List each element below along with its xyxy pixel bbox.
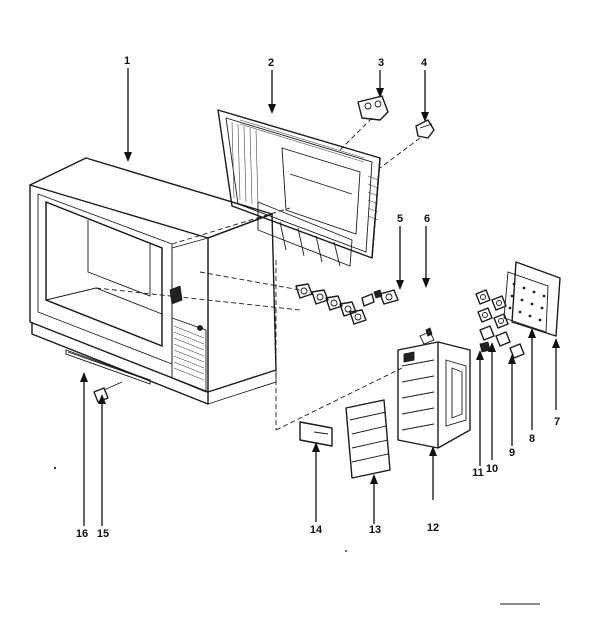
- callout-5: 5: [397, 213, 403, 225]
- callout-6: 6: [424, 213, 430, 225]
- callout-10: 10: [486, 463, 498, 475]
- base-strip: [67, 351, 149, 381]
- panel-plate: [503, 261, 561, 337]
- callout-11: 11: [472, 467, 484, 479]
- callout-9: 9: [509, 447, 515, 459]
- assembly-lines: [95, 207, 403, 431]
- control-chassis: [397, 327, 471, 449]
- callout-1: 1: [124, 55, 130, 67]
- callout-7: 7: [554, 416, 560, 428]
- tv-cabinet: [29, 157, 277, 405]
- knob-row: [295, 283, 383, 325]
- front-door-panel: [345, 399, 391, 479]
- bracket-part: [339, 95, 389, 151]
- callout-4: 4: [421, 57, 428, 69]
- small-knob-cluster: [475, 289, 525, 359]
- callout-3: 3: [378, 57, 384, 69]
- callout-14: 14: [310, 524, 323, 536]
- back-cover: [217, 109, 381, 267]
- trim-strip: [299, 421, 333, 447]
- clip-part: [379, 119, 435, 169]
- leader-lines: [83, 68, 557, 526]
- screw-part: [93, 381, 123, 403]
- callout-12: 12: [427, 522, 439, 534]
- callout-8: 8: [529, 433, 535, 445]
- knob-part-6: [379, 289, 399, 305]
- callout-labels: 1 2 3 4 5 6 7 8 9 10 11 12 13 14 15 16: [76, 55, 560, 540]
- callout-2: 2: [268, 57, 274, 69]
- callout-16: 16: [76, 528, 88, 540]
- callout-15: 15: [97, 528, 109, 540]
- scan-marks: [53, 466, 540, 605]
- arrowheads: [80, 88, 560, 484]
- callout-13: 13: [369, 524, 381, 536]
